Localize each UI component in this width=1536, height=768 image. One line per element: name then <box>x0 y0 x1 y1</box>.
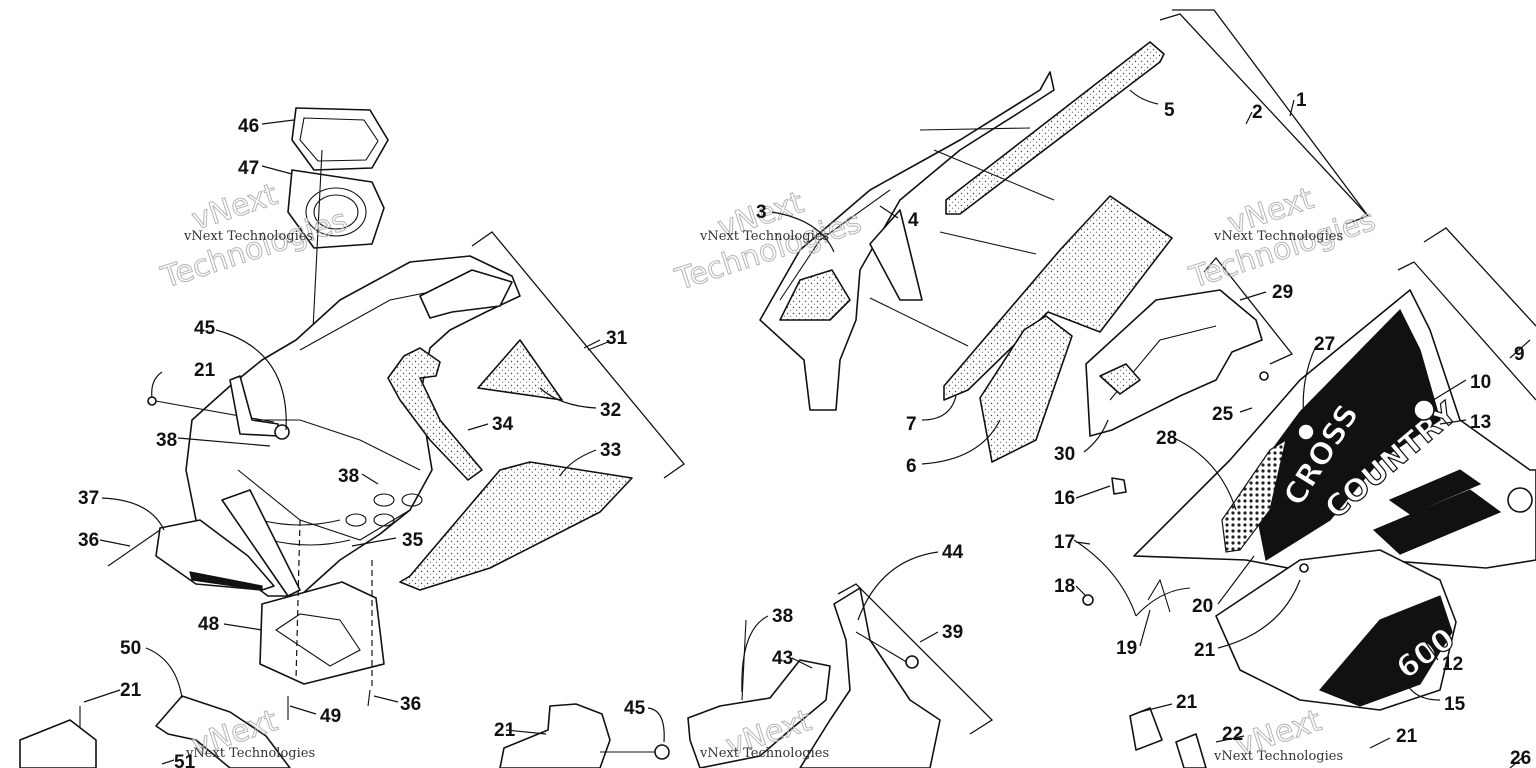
callout-45: 45 <box>624 698 646 719</box>
callout-21: 21 <box>120 680 142 701</box>
callout-21: 21 <box>1396 726 1418 747</box>
foam-7 <box>943 195 1173 401</box>
callout-51: 51 <box>174 752 196 768</box>
callout-43: 43 <box>772 648 793 669</box>
right-assembly: CROSS COUNTRY 600 <box>1073 227 1536 768</box>
callout-6: 6 <box>906 456 917 477</box>
callout-20: 20 <box>1192 596 1213 617</box>
foam-34 <box>387 347 483 481</box>
callout-45: 45 <box>194 318 216 339</box>
callout-31: 31 <box>606 328 628 349</box>
callout-47: 47 <box>238 158 259 179</box>
watermark-company: vNext Technologies <box>699 229 829 244</box>
watermark-company: vNext Technologies <box>699 746 829 761</box>
callout-21: 21 <box>1194 640 1216 661</box>
bracket-21-45 <box>499 703 611 768</box>
panel-39 <box>799 587 941 768</box>
callout-37: 37 <box>78 488 99 509</box>
callout-16: 16 <box>1054 488 1075 509</box>
callout-38: 38 <box>772 606 793 627</box>
callout-21: 21 <box>194 360 216 381</box>
plate-47 <box>287 169 385 249</box>
foam-33 <box>399 461 633 591</box>
callout-2: 2 <box>1252 102 1263 123</box>
callout-3: 3 <box>756 202 767 223</box>
mesh-28 <box>1221 438 1287 553</box>
watermark-company: vNext Technologies <box>183 229 313 244</box>
callout-33: 33 <box>600 440 621 461</box>
callout-18: 18 <box>1054 576 1075 597</box>
callout-46: 46 <box>238 116 259 137</box>
foam-6 <box>979 315 1073 463</box>
leader-lines <box>83 89 1531 768</box>
callout-labels: 1 2 3 4 5 6 7 9 10 12 13 15 16 17 18 19 … <box>78 90 1531 768</box>
callout-19: 19 <box>1116 638 1137 659</box>
watermark-company: vNext Technologies <box>1213 749 1343 764</box>
callout-36: 36 <box>78 530 99 551</box>
callout-10: 10 <box>1470 372 1491 393</box>
callout-25: 25 <box>1212 404 1234 425</box>
watermark-company: vNext Technologies <box>1213 229 1343 244</box>
callout-50: 50 <box>120 638 141 659</box>
watermark-company: vNext Technologies <box>185 746 315 761</box>
callout-7: 7 <box>906 414 917 435</box>
callout-4: 4 <box>908 210 919 231</box>
callout-9: 9 <box>1514 344 1525 365</box>
callout-17: 17 <box>1054 532 1075 553</box>
callout-44: 44 <box>942 542 964 563</box>
side-deflector-37 <box>155 519 275 591</box>
callout-38: 38 <box>338 466 359 487</box>
callout-22: 22 <box>1222 724 1243 745</box>
callout-13: 13 <box>1470 412 1491 433</box>
panel-29 <box>1085 289 1263 437</box>
callout-49: 49 <box>320 706 341 727</box>
foam-5 <box>945 41 1165 215</box>
callout-36: 36 <box>400 694 421 715</box>
gasket-46 <box>291 107 389 171</box>
bracket-50 <box>155 695 291 768</box>
callout-38: 38 <box>156 430 177 451</box>
callout-34: 34 <box>492 414 514 435</box>
callout-48: 48 <box>198 614 219 635</box>
callout-5: 5 <box>1164 100 1175 121</box>
callout-30: 30 <box>1054 444 1075 465</box>
foam-32 <box>477 339 563 401</box>
decal-black <box>1249 308 1441 561</box>
callout-29: 29 <box>1272 282 1293 303</box>
center-assembly <box>499 9 1370 768</box>
cowl <box>759 71 1055 411</box>
panel-43 <box>687 659 831 768</box>
callout-21: 21 <box>1176 692 1198 713</box>
callout-12: 12 <box>1442 654 1463 675</box>
plate-48 <box>259 581 385 685</box>
callout-27: 27 <box>1314 334 1335 355</box>
left-assembly <box>19 107 685 768</box>
callout-21: 21 <box>494 720 516 741</box>
callout-32: 32 <box>600 400 621 421</box>
callout-28: 28 <box>1156 428 1177 449</box>
callout-35: 35 <box>402 530 424 551</box>
callout-15: 15 <box>1444 694 1466 715</box>
callout-39: 39 <box>942 622 963 643</box>
callout-1: 1 <box>1296 90 1307 111</box>
callout-26: 26 <box>1510 748 1531 768</box>
